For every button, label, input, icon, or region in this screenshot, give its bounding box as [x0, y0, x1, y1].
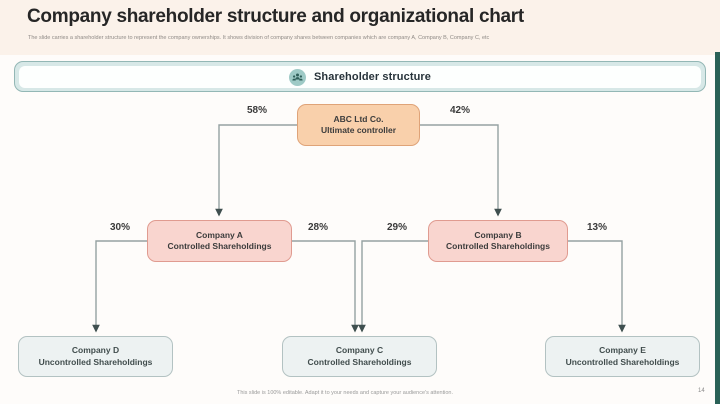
node-subtitle: Controlled Shareholdings: [446, 241, 550, 251]
edge-label-b-to-c: 29%: [386, 222, 408, 233]
edge-label-a-to-c: 28%: [307, 222, 329, 233]
node-abc-ltd-co: ABC Ltd Co. Ultimate controller: [297, 104, 420, 146]
node-subtitle: Controlled Shareholdings: [307, 356, 412, 367]
node-title: Company C: [335, 345, 384, 356]
node-title: ABC Ltd Co.: [333, 113, 384, 124]
node-subtitle: Uncontrolled Shareholdings: [38, 356, 153, 367]
slide-subtitle: The slide carries a shareholder structur…: [28, 35, 490, 41]
node-company-c: Company C Controlled Shareholdings: [282, 336, 437, 377]
footer-note: This slide is 100% editable. Adapt it to…: [237, 390, 453, 396]
page-number: 14: [698, 388, 705, 394]
edge-label-abc-to-a: 58%: [246, 105, 268, 116]
page-title: Company shareholder structure and organi…: [27, 6, 524, 27]
node-company-e: Company E Uncontrolled Shareholdings: [545, 336, 700, 377]
shareholder-structure-banner: Shareholder structure: [14, 61, 706, 92]
banner-label: Shareholder structure: [313, 71, 432, 83]
node-subtitle: Uncontrolled Shareholdings: [565, 356, 680, 367]
banner-inner: Shareholder structure: [19, 66, 701, 88]
node-company-a: Company A Controlled Shareholdings: [147, 220, 292, 262]
node-subtitle: Ultimate controller: [320, 125, 397, 135]
node-title: Company D: [71, 345, 120, 356]
edge-label-b-to-e: 13%: [586, 222, 608, 233]
edge-label-abc-to-b: 42%: [449, 105, 471, 116]
node-title: Company E: [599, 345, 646, 356]
accent-strip: [715, 52, 720, 404]
node-company-b: Company B Controlled Shareholdings: [428, 220, 568, 262]
node-subtitle: Controlled Shareholdings: [167, 241, 272, 251]
node-company-d: Company D Uncontrolled Shareholdings: [18, 336, 173, 377]
node-title: Company B: [474, 229, 522, 240]
header-band: [0, 0, 720, 55]
edge-label-a-to-d: 30%: [109, 222, 131, 233]
group-people-icon: [288, 68, 306, 86]
node-title: Company A: [196, 229, 243, 240]
